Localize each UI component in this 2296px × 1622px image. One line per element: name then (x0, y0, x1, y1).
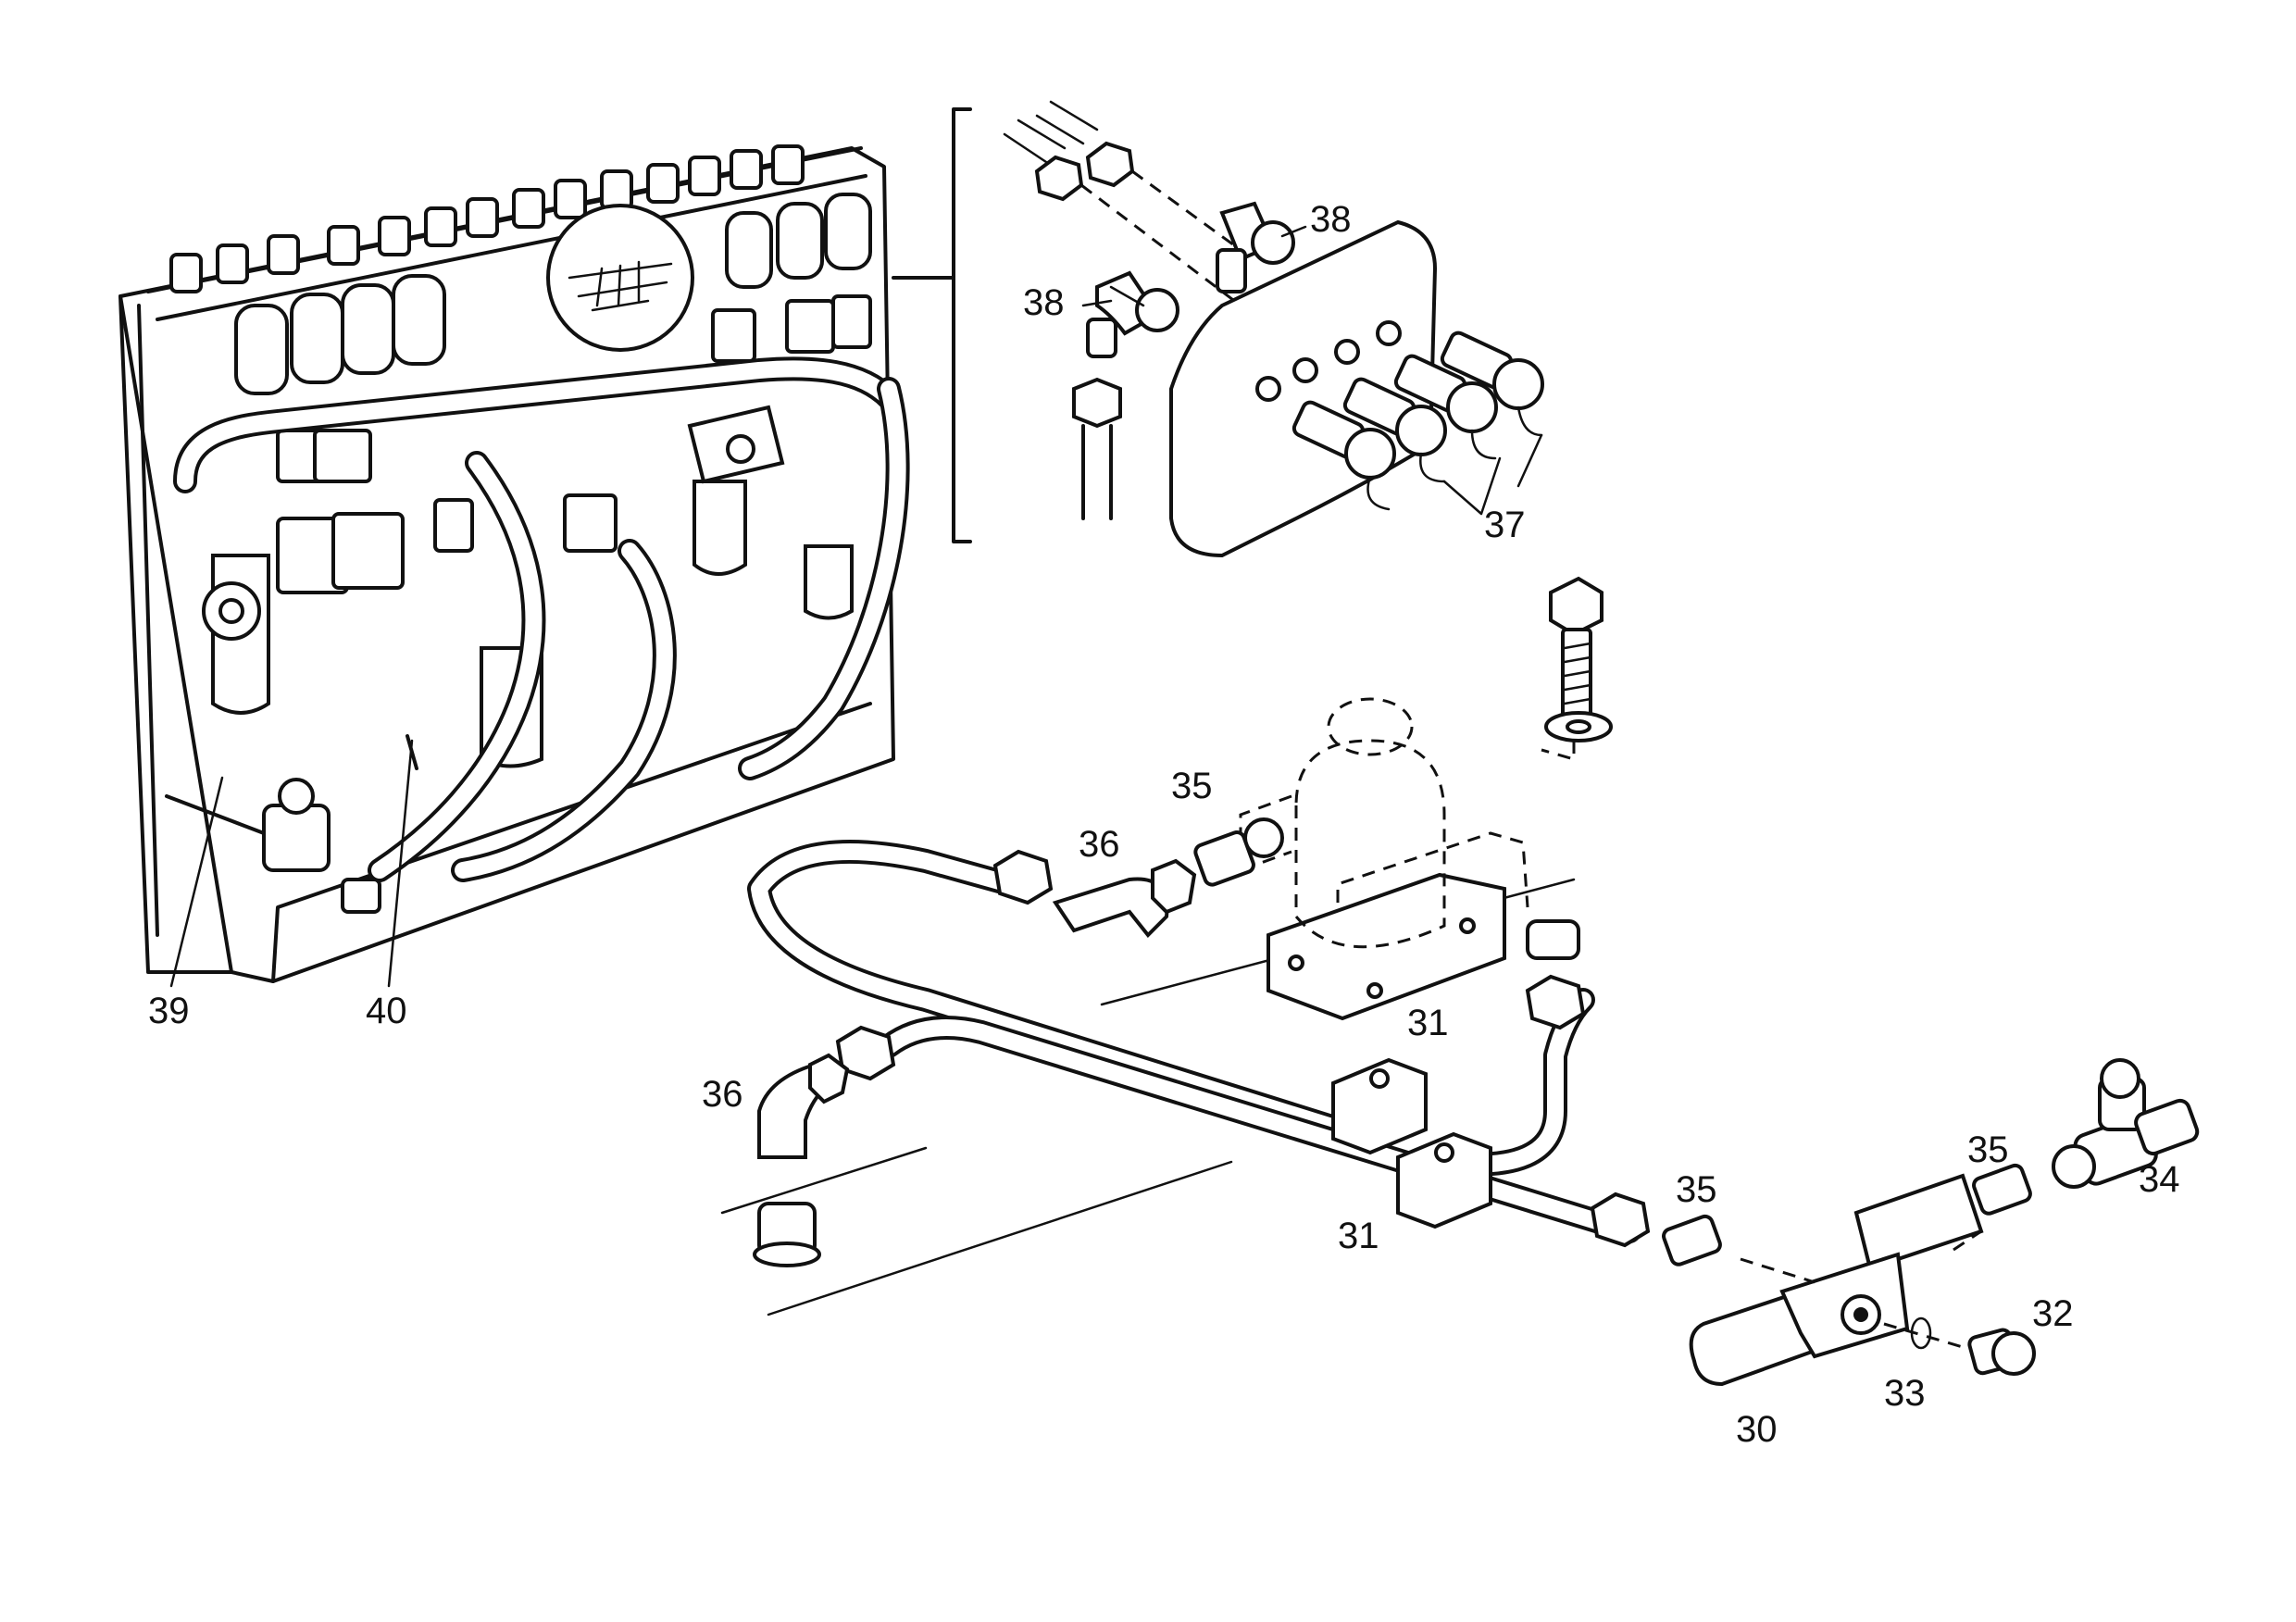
pipe-clamp (1331, 1057, 1492, 1229)
callout-35-right: 35 (1967, 1129, 2009, 1170)
filter-cylinders (234, 193, 872, 395)
piping-assembly (720, 576, 2200, 1387)
callout-38-lower: 38 (1023, 282, 1065, 323)
callout-31-upper: 31 (1407, 1003, 1449, 1043)
callout-36-upper: 36 (1079, 824, 1120, 865)
callout-40: 40 (366, 991, 407, 1031)
sensor-30 (1689, 1173, 1984, 1387)
callout-36-lower: 36 (702, 1074, 743, 1115)
callouts: 30 31 31 32 33 34 35 35 35 36 36 37 38 3… (148, 199, 2180, 1450)
pipe-nut (835, 849, 1651, 1248)
callout-31-lower: 31 (1338, 1216, 1379, 1256)
valve-housing (1239, 697, 1529, 1021)
tee-34 (2052, 1058, 2200, 1189)
callout-37: 37 (1484, 505, 1526, 545)
inset-detail (892, 100, 1544, 558)
bolt (1541, 576, 1613, 761)
engine-assembly (119, 144, 910, 983)
callout-38-upper: 38 (1310, 199, 1352, 240)
callout-35-middle: 35 (1676, 1169, 1717, 1210)
callout-34: 34 (2139, 1159, 2180, 1200)
plug-connectors (1292, 331, 1544, 511)
hex-nut (1085, 141, 1135, 188)
callout-30: 30 (1736, 1409, 1778, 1450)
injector-row (169, 144, 805, 293)
callout-39: 39 (148, 991, 190, 1031)
nipple-35-upper (1193, 830, 1255, 887)
hex-nut (1034, 155, 1084, 202)
callout-32: 32 (2032, 1293, 2074, 1334)
callout-35-upper: 35 (1171, 766, 1213, 806)
callout-33: 33 (1884, 1373, 1926, 1414)
elbow-36-upper (1052, 877, 1169, 938)
